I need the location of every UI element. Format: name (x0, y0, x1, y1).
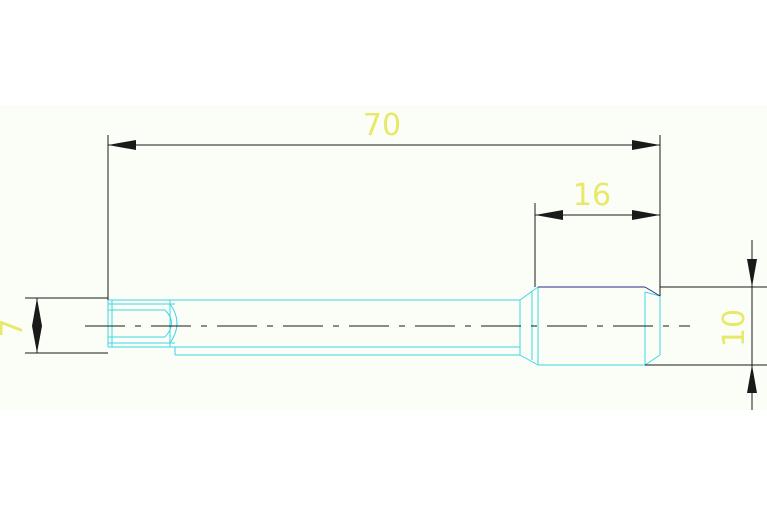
dim-text-overall-length: 70 (363, 108, 401, 143)
head-top-edge (538, 286, 661, 297)
dim-text-head-length: 16 (573, 178, 611, 213)
head-chamfer-bottom (519, 354, 539, 366)
drawing-area (0, 105, 767, 410)
dim-text-head-diameter: 10 (717, 309, 752, 347)
arrowheads (32, 140, 757, 393)
dim-text-shank-diameter: 7 (0, 318, 30, 337)
head-chamfer-top (519, 286, 539, 301)
